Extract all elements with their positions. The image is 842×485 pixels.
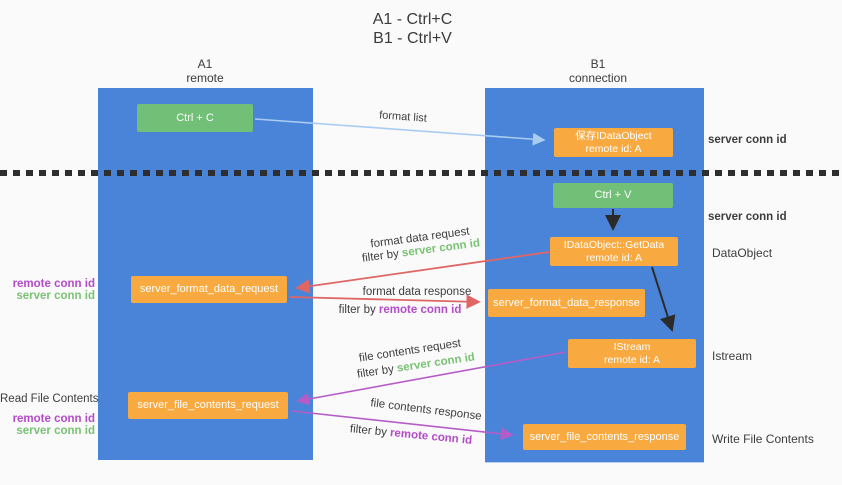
arrow-format-list [254, 118, 546, 146]
filter-by-text: filter by [338, 304, 379, 316]
node-server-file-contents-request: server_file_contents_request [128, 392, 288, 419]
title-line-2: B1 - Ctrl+V [373, 30, 452, 47]
node-save-idataobject-line1: 保存IDataObject [575, 129, 652, 142]
diagram-title: A1 - Ctrl+C B1 - Ctrl+V [320, 10, 505, 48]
node-server-file-contents-response: server_file_contents_response [523, 424, 686, 450]
node-ctrl-v: Ctrl + V [553, 183, 673, 208]
node-server-format-data-response: server_format_data_response [488, 289, 645, 317]
label-remote-conn-id-left-2: remote conn id [12, 413, 95, 425]
lane-b1-role: connection [568, 71, 628, 85]
node-save-idataobject-line2: remote id: A [585, 142, 642, 155]
label-server-conn-id-left-1: server conn id [16, 290, 95, 302]
arrow-file-contents-response [291, 410, 514, 441]
node-getdata-line2: remote id: A [585, 251, 642, 264]
node-istream-line1: IStream [613, 340, 651, 353]
lane-a1-name: A1 [197, 57, 213, 71]
arrow-getdata-to-istream [651, 266, 676, 332]
label-server-conn-id-left-2: server conn id [16, 425, 95, 437]
label-filter-by-remote-conn-id-1: filter by remote conn id [339, 304, 462, 316]
label-write-file-contents: Write File Contents [712, 432, 814, 446]
lane-header-b1: B1 connection [543, 57, 653, 85]
node-idataobject-getdata: IDataObject::GetData remote id: A [550, 237, 678, 266]
node-ctrl-c: Ctrl + C [137, 104, 253, 132]
label-server-conn-id-right-1: server conn id [708, 134, 787, 146]
lane-b1-name: B1 [590, 57, 606, 71]
left-conn-ids-bottom: remote conn id server conn id [0, 413, 95, 437]
arrow-format-data-response [289, 294, 481, 309]
node-server-format-data-request: server_format_data_request [131, 276, 287, 303]
arrow-file-contents-request [296, 351, 567, 406]
label-format-data-response: format data response [362, 286, 472, 298]
label-remote-conn-id-left-1: remote conn id [12, 278, 95, 290]
title-line-1: A1 - Ctrl+C [372, 11, 453, 28]
node-getdata-line1: IDataObject::GetData [563, 238, 665, 251]
arrow-format-data-request [295, 251, 550, 294]
node-istream-line2: remote id: A [603, 353, 661, 366]
label-server-conn-id-right-2: server conn id [708, 211, 787, 223]
left-conn-ids-top: remote conn id server conn id [0, 278, 95, 302]
dotted-divider [0, 170, 842, 176]
label-read-file-contents: Read File Contents [0, 393, 99, 405]
remote-conn-id-text: remote conn id [378, 304, 462, 316]
label-istream: Istream [712, 349, 753, 363]
node-save-idataobject: 保存IDataObject remote id: A [554, 128, 673, 157]
node-istream: IStream remote id: A [568, 339, 696, 368]
lane-a1-role: remote [186, 71, 224, 85]
label-dataobject: DataObject [712, 246, 773, 260]
lane-header-a1: A1 remote [150, 57, 260, 85]
